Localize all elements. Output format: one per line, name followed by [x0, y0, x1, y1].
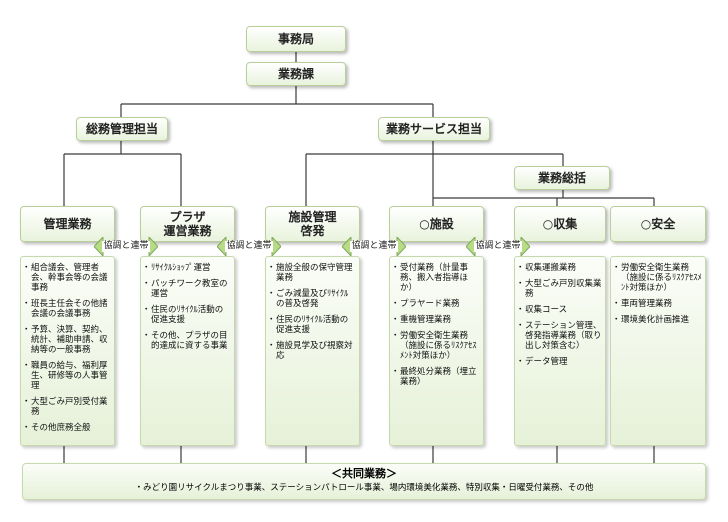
- duty-item: その他、プラザの目的達成に資する事業: [142, 331, 231, 351]
- duty-item: その他庶務全般: [22, 423, 111, 433]
- duty-item: ﾘｻｲｸﾙｼｮｯﾌﾟ運営: [142, 263, 231, 273]
- duty-item: 住民のﾘｻｲｸﾙ活動の促進支援: [267, 315, 356, 335]
- duty-item: 大型ごみ戸別収集業務: [516, 279, 602, 299]
- unit-6-header: ○安全: [610, 206, 706, 242]
- duty-item: ステーション管理、啓発指導業務（取り出し対策含む）: [516, 321, 602, 351]
- coop-label: 協調と連帯: [102, 241, 150, 252]
- duty-item: 職員の給与、福利厚生、研修等の人事管理: [22, 361, 111, 391]
- duty-item: 重機管理業務: [391, 315, 480, 325]
- coop-label: 協調と連帯: [350, 241, 398, 252]
- unit-4-duties: 受付業務（計量事務、搬入者指導ほか） プラヤード業務 重機管理業務 労働安全衛生…: [389, 256, 484, 446]
- duty-item: 大型ごみ戸別受付業務: [22, 397, 111, 417]
- coop-arrow-1: 協調と連帯: [94, 237, 158, 256]
- duty-item: 班長主任会その他諸会議の会議事務: [22, 299, 111, 319]
- duty-item: 予算、決算、契約、統計、補助申請、収納等の一般事務: [22, 325, 111, 355]
- unit-5-duties: 収集運搬業務 大型ごみ戸別収集業務 収集コース ステーション管理、啓発指導業務（…: [514, 256, 606, 446]
- unit-3-duties: 施設全般の保守管理業務 ごみ減量及びﾘｻｲｸﾙの普及啓発 住民のﾘｻｲｸﾙ活動の…: [265, 256, 360, 446]
- coop-arrow-3: 協調と連帯: [342, 237, 406, 256]
- unit-1-header: 管理業務: [20, 206, 115, 242]
- duty-item: 労働安全衛生業務（施設に係るﾘｽｸｱｾｽﾒﾝﾄ対策ほか）: [391, 331, 480, 361]
- coop-arrow-4: 協調と連帯: [466, 237, 530, 256]
- general-affairs-manager-box: 総務管理担当: [76, 117, 168, 141]
- duty-item: パッチワーク教室の運営: [142, 279, 231, 299]
- duty-item: ごみ減量及びﾘｻｲｸﾙの普及啓発: [267, 289, 356, 309]
- unit-6-duties: 労働安全衛生業務（施設に係るﾘｽｸｱｾｽﾒﾝﾄ対策ほか） 車両管理業務 環境美化…: [610, 256, 706, 446]
- unit-3-header: 施設管理 啓発: [265, 206, 360, 242]
- director-office-box: 事務局: [246, 26, 346, 52]
- service-manager-box: 業務サービス担当: [378, 117, 490, 141]
- common-duties-text: ・みどり園リサイクルまつり事業、ステーションパトロール事業、場内環境美化業務、特…: [134, 483, 594, 493]
- duty-item: 労働安全衛生業務（施設に係るﾘｽｸｱｾｽﾒﾝﾄ対策ほか）: [612, 263, 702, 293]
- duty-item: 住民のﾘｻｲｸﾙ活動の促進支援: [142, 305, 231, 325]
- unit-2-duties: ﾘｻｲｸﾙｼｮｯﾌﾟ運営 パッチワーク教室の運営 住民のﾘｻｲｸﾙ活動の促進支援…: [140, 256, 235, 446]
- unit-5-header: ○収集: [514, 206, 606, 242]
- duty-item: データ管理: [516, 357, 602, 367]
- coop-arrow-2: 協調と連帯: [217, 237, 281, 256]
- duty-item: 車両管理業務: [612, 299, 702, 309]
- common-duties-box: ＜共同業務＞ ・みどり園リサイクルまつり事業、ステーションパトロール事業、場内環…: [22, 463, 706, 500]
- coop-label: 協調と連帯: [474, 241, 522, 252]
- unit-1-duties: 組合議会、管理者会、幹事会等の会議事務 班長主任会その他諸会議の会議事務 予算、…: [20, 256, 115, 446]
- general-coordination-box: 業務総括: [514, 166, 610, 190]
- duty-item: 最終処分業務（埋立業務）: [391, 367, 480, 387]
- coop-label: 協調と連帯: [225, 241, 273, 252]
- common-duties-title: ＜共同業務＞: [331, 467, 397, 480]
- unit-2-header: プラザ 運営業務: [140, 206, 235, 242]
- duty-item: プラヤード業務: [391, 299, 480, 309]
- duty-item: 収集コース: [516, 305, 602, 315]
- section-box: 業務課: [246, 62, 346, 86]
- unit-4-header: ○施設: [389, 206, 484, 242]
- duty-item: 組合議会、管理者会、幹事会等の会議事務: [22, 263, 111, 293]
- duty-item: 施設見学及び視察対応: [267, 341, 356, 361]
- duty-item: 施設全般の保守管理業務: [267, 263, 356, 283]
- duty-item: 環境美化計画推進: [612, 315, 702, 325]
- duty-item: 受付業務（計量事務、搬入者指導ほか）: [391, 263, 480, 293]
- duty-item: 収集運搬業務: [516, 263, 602, 273]
